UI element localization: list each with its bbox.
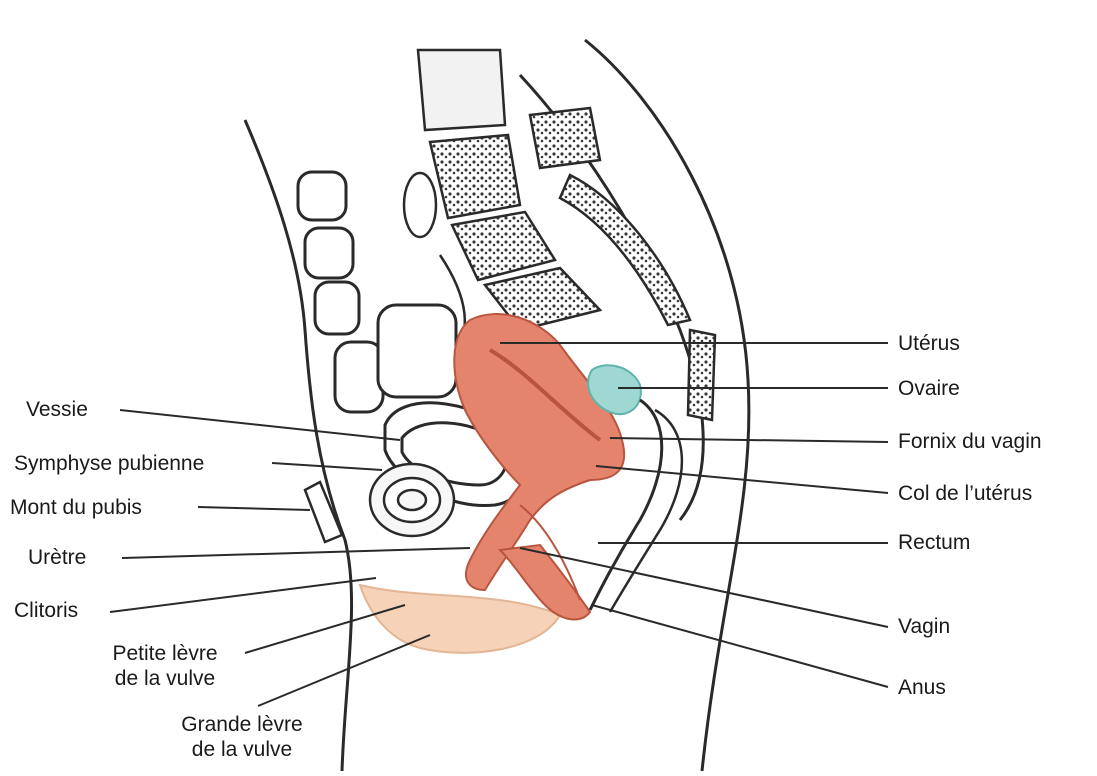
label-col: Col de l’utérus bbox=[898, 481, 1032, 506]
label-uterus: Utérus bbox=[898, 331, 960, 356]
label-grande-levre-line2: de la vulve bbox=[158, 737, 326, 762]
label-vagin: Vagin bbox=[898, 614, 950, 639]
pubic-symphysis bbox=[370, 464, 454, 536]
label-anus: Anus bbox=[898, 675, 946, 700]
label-mont: Mont du pubis bbox=[10, 495, 142, 520]
label-fornix: Fornix du vagin bbox=[898, 429, 1042, 454]
label-petite-levre: Petite lèvre de la vulve bbox=[90, 641, 240, 691]
label-petite-levre-line1: Petite lèvre bbox=[90, 641, 240, 666]
label-grande-levre: Grande lèvre de la vulve bbox=[158, 712, 326, 762]
label-clitoris: Clitoris bbox=[14, 598, 78, 623]
label-rectum: Rectum bbox=[898, 530, 970, 555]
label-uretre: Urètre bbox=[28, 545, 86, 570]
label-symphyse: Symphyse pubienne bbox=[14, 451, 204, 476]
label-grande-levre-line1: Grande lèvre bbox=[158, 712, 326, 737]
label-petite-levre-line2: de la vulve bbox=[90, 666, 240, 691]
label-ovaire: Ovaire bbox=[898, 376, 960, 401]
labia bbox=[360, 585, 560, 653]
label-vessie: Vessie bbox=[26, 397, 88, 422]
